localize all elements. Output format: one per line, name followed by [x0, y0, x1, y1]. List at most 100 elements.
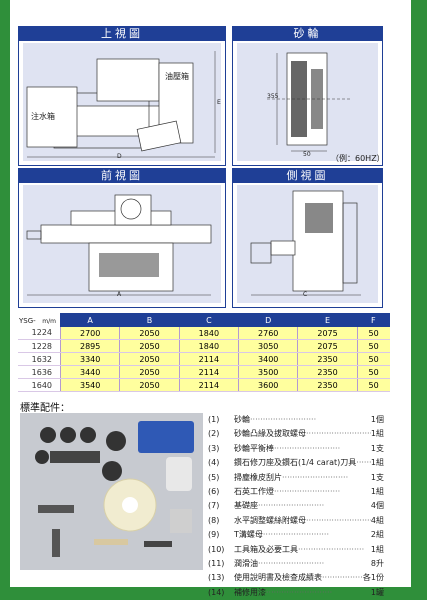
- wheel-panel: 砂輪 355 50 （例：60HZ）: [232, 26, 385, 166]
- item-num: (14): [208, 587, 225, 597]
- dim-a-label: A: [117, 291, 122, 298]
- cell: 2075: [297, 339, 358, 353]
- list-item: (7)基礎座··························4個: [208, 499, 384, 513]
- cell: 1840: [178, 339, 239, 353]
- item-name: T溝螺母: [234, 530, 263, 540]
- cell: 2350: [297, 365, 358, 379]
- col-header-d: D: [238, 313, 299, 327]
- front-view-title: 前視圖: [19, 169, 225, 183]
- item-name: 砂輪凸緣及拔取螺母: [234, 429, 306, 439]
- cell: 2114: [178, 352, 239, 366]
- item-name: 潤滑油: [234, 558, 258, 568]
- table-row: 1224 2700 2050 1840 2760 2075 50: [18, 326, 390, 340]
- cell: 2114: [178, 378, 239, 392]
- cell: 3050: [238, 339, 298, 353]
- leader-dots: ··························: [274, 486, 341, 496]
- item-num: (10): [208, 544, 225, 554]
- list-item: (13) 使用說明書及檢查成績表·························…: [208, 571, 384, 585]
- item-qty: 4個: [370, 501, 384, 511]
- cell: 2350: [297, 378, 358, 392]
- item-num: (4): [208, 458, 220, 468]
- side-view-title: 側視圖: [233, 169, 382, 183]
- table-header-row: YSG- m/m A B C D E F: [18, 313, 391, 327]
- item-name: 砂輪: [234, 415, 250, 424]
- dim-e-label: E: [217, 99, 221, 106]
- item-num: (11): [208, 558, 225, 568]
- right-green-bar: [411, 0, 427, 600]
- item-qty: 各1份: [362, 573, 384, 583]
- col-header-b: B: [119, 313, 180, 327]
- item-qty: 1組: [370, 458, 384, 468]
- item-name: 水平調整螺絲附螺母: [234, 515, 306, 525]
- wheel-dim-height: 355: [267, 93, 279, 100]
- item-name: 掃塵橡皮刮片: [234, 472, 282, 482]
- list-item: (5)掃塵橡皮刮片··························1支: [208, 471, 384, 485]
- leader-dots: ··························: [356, 458, 371, 468]
- wheel-note: （例：60HZ）: [331, 154, 385, 163]
- list-item: (11)潤滑油··························8升: [208, 557, 384, 571]
- leader-dots: ··························: [322, 573, 363, 583]
- item-name: 工具箱及必要工具: [234, 544, 298, 554]
- cell: 3600: [238, 378, 298, 392]
- cell: 2050: [119, 365, 180, 379]
- item-num: (1): [208, 415, 220, 424]
- item-qty: 1罐: [370, 587, 384, 597]
- item-num: (2): [208, 429, 220, 439]
- row-model: 1228: [18, 339, 61, 353]
- col-header-f: F: [356, 313, 391, 327]
- item-num: (7): [208, 501, 220, 511]
- front-view-panel: 前視圖 A: [18, 168, 226, 308]
- leader-dots: ··························: [274, 443, 341, 453]
- side-view-drawing: C: [233, 183, 382, 307]
- table-row: 1636 3440 2050 2114 3500 2350 50: [18, 365, 390, 379]
- cell: 2350: [297, 352, 358, 366]
- table-series: YSG-: [19, 316, 36, 325]
- accessories-title: 標準配件：: [20, 403, 70, 414]
- item-name: 補修用漆: [234, 587, 266, 597]
- item-num: (13): [208, 573, 225, 583]
- cell: 2895: [59, 339, 120, 353]
- table-row: 1632 3340 2050 2114 3400 2350 50: [18, 352, 390, 366]
- cell: 2114: [178, 365, 239, 379]
- table-corner: YSG- m/m: [18, 313, 61, 327]
- col-header-e: E: [297, 313, 358, 327]
- side-view-panel: 側視圖 C: [232, 168, 383, 308]
- leader-dots: ··························: [266, 587, 333, 597]
- row-model: 1640: [18, 378, 61, 392]
- cell: 50: [356, 365, 390, 379]
- item-name: 使用說明書及檢查成績表: [234, 573, 322, 583]
- cell: 3500: [238, 365, 298, 379]
- cell: 50: [356, 326, 390, 340]
- list-item: (6) 石英工作燈·························· 1組: [208, 485, 384, 499]
- cell: 3440: [59, 365, 120, 379]
- table-unit: m/m: [42, 317, 56, 325]
- item-name: 基礎座: [234, 501, 258, 511]
- wheel-drawing: 355 50 （例：60HZ）: [233, 41, 385, 165]
- cell: 2075: [297, 326, 358, 340]
- item-qty: 1組: [370, 486, 384, 496]
- item-name: 石英工作燈: [234, 486, 274, 496]
- item-name: 砂輪平衡棒: [234, 443, 274, 453]
- item-num: (5): [208, 472, 220, 482]
- item-qty: 1組: [370, 544, 384, 554]
- hydraulic-tank-label: 油壓箱: [165, 72, 189, 81]
- top-view-drawing: 油壓箱 注水箱 D E: [19, 41, 225, 165]
- item-num: (6): [208, 486, 220, 496]
- wheel-title: 砂輪: [233, 27, 382, 41]
- leader-dots: ··························: [282, 472, 349, 482]
- cell: 1840: [178, 326, 239, 340]
- top-view-title: 上視圖: [19, 27, 225, 41]
- list-item: (3)砂輪平衡棒··························1支: [208, 442, 384, 456]
- leader-dots: ··························: [298, 544, 365, 554]
- leader-dots: ··························: [262, 530, 330, 540]
- cell: 50: [356, 352, 390, 366]
- accessories-list: (1)砂輪··························1個 (2)砂輪凸…: [208, 413, 384, 600]
- row-model: 1632: [18, 352, 61, 366]
- list-item: (4)鑽石修刀座及鑽石(1/4 carat)刀具················…: [208, 456, 384, 470]
- item-qty: 4組: [370, 515, 384, 525]
- list-item: (9)T溝螺母··························2組: [208, 528, 384, 542]
- cell: 3340: [59, 352, 120, 366]
- cell: 3540: [59, 378, 120, 392]
- leader-dots: ··························: [250, 415, 317, 424]
- wheel-dim-width: 50: [303, 151, 311, 158]
